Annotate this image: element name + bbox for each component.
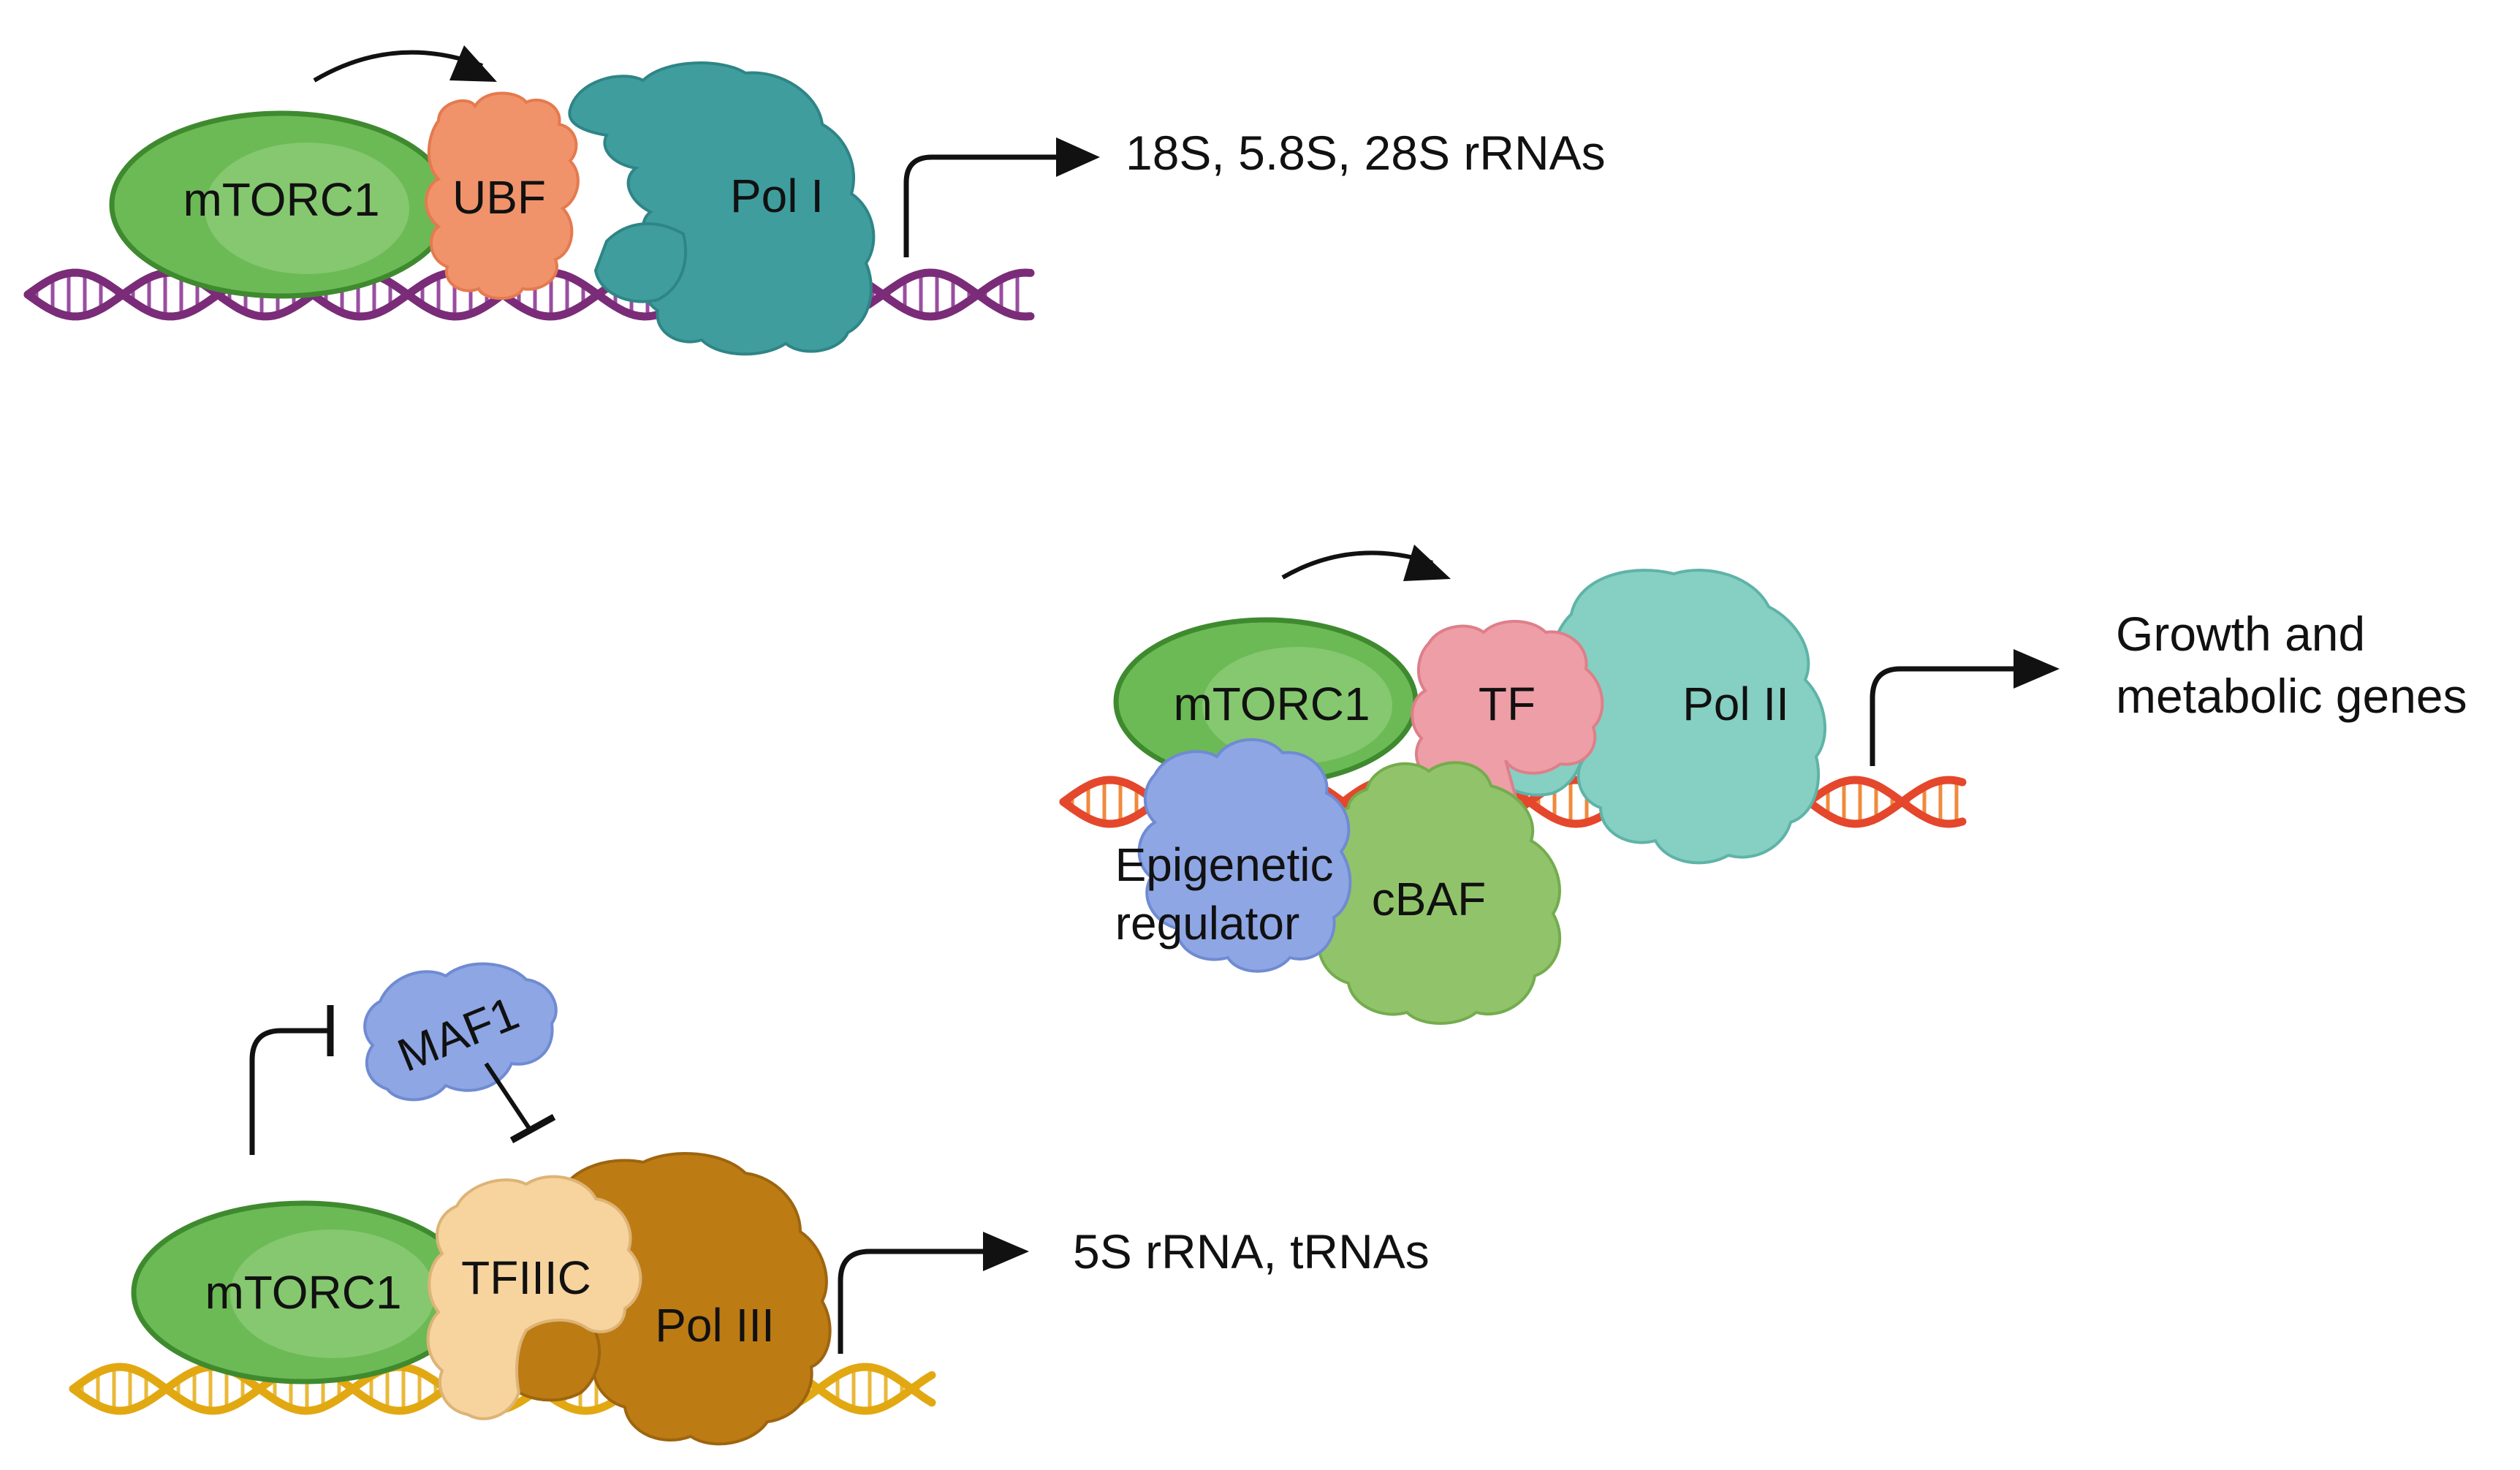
epigenetic-regulator-label-line2: regulator [1115,897,1300,950]
mtorc1-pol3 [131,1200,476,1384]
maf1-protein [363,962,558,1102]
output-label-pol3: 5S rRNA, tRNAs [1073,1224,1430,1278]
epigenetic-regulator-protein [1137,738,1352,973]
output-label-pol1: 18S, 5.8S, 28S rRNAs [1126,126,1606,180]
tf-label: TF [1479,678,1536,730]
transcription-arrow-pol3 [838,1249,990,1354]
pol1-protein [568,61,876,356]
maf1-inhibition-line [484,1062,532,1131]
maf1-inhibition-bar [509,1114,556,1143]
output-label-pol2-line2: metabolic genes [2116,669,2467,723]
epigenetic-regulator-label-line1: Epigenetic [1115,838,1334,891]
tfiiic-label: TFIIIC [461,1251,591,1304]
pol1-label: Pol I [730,170,824,222]
mtorc1-label-pol2: mTORC1 [1173,678,1370,730]
cbaf-label: cBAF [1372,873,1486,925]
tfiiic-protein [426,1175,642,1420]
transcription-arrowhead-pol2 [2014,649,2060,689]
mtorc1-label-pol3: mTORC1 [205,1266,401,1319]
pol3-label: Pol III [655,1299,775,1352]
mtorc1-pol1 [109,110,454,299]
transcription-arrow-pol2 [1870,666,2021,766]
panel-pol2: mTORC1 TF Pol II Epigenetic regulator cB… [1059,545,2467,1025]
activation-arrowhead-pol2 [1403,545,1451,581]
mtorc1-label-pol1: mTORC1 [183,173,379,226]
panel-pol1: mTORC1 UBF Pol I 18S, 5.8S, 28S rRNAs [23,45,1606,356]
transcription-arrowhead-pol1 [1056,137,1100,177]
mtorc1-inhibition-line [249,1028,329,1155]
transcription-arrow-pol1 [903,154,1063,257]
ubf-label: UBF [452,171,546,224]
activation-arrowhead-pol1 [449,45,497,82]
transcription-arrowhead-pol3 [983,1232,1029,1271]
output-label-pol2-line1: Growth and [2116,607,2365,661]
panel-pol3: MAF1 mTORC1 TFIIIC Pol III 5S rRNA, tRNA… [69,962,1430,1446]
ubf-protein [425,91,580,300]
mtorc1-pol2 [1113,617,1419,787]
pol2-label: Pol II [1682,678,1789,730]
